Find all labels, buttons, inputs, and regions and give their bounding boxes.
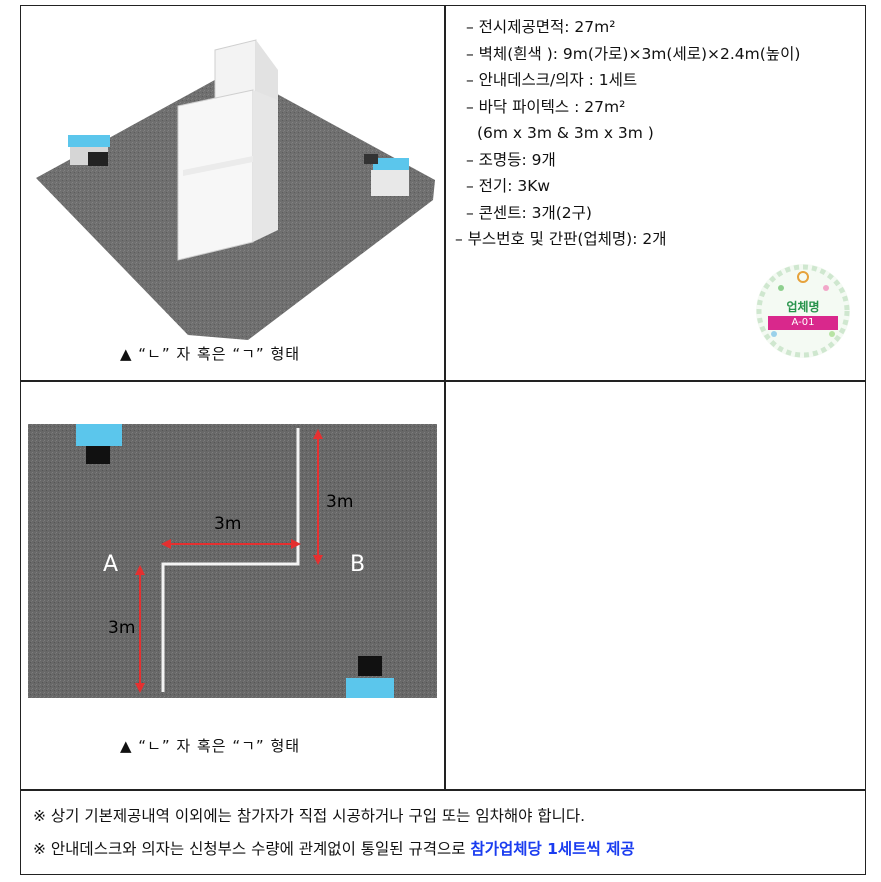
note-line-2: ※ 안내데스크와 의자는 신청부스 수량에 관계없이 통일된 규격으로 참가업체… <box>33 833 853 866</box>
note-line-2-text: ※ 안내데스크와 의자는 신청부스 수량에 관계없이 통일된 규격으로 <box>33 840 471 858</box>
info-desk-left <box>68 135 110 147</box>
plan-dim-top-label: 3m <box>214 514 242 534</box>
spec-power: – 전기: 3Kw <box>466 177 551 195</box>
plan-desk-top <box>76 424 122 446</box>
spec-outlet: – 콘센트: 3개(2구) <box>466 203 592 222</box>
note-line-1: ※ 상기 기본제공내역 이외에는 참가자가 직접 시공하거나 구입 또는 임차해… <box>33 807 586 825</box>
booth-floor-plan: A B 3m 3m 3m <box>28 424 437 698</box>
render-caption: ▲ “ㄴ” 자 혹은 “ㄱ” 형태 <box>120 345 301 363</box>
plan-floor <box>28 424 437 698</box>
spec-floor: – 바닥 파이텍스 : 27m² <box>466 97 626 116</box>
plan-dim-right-label: 3m <box>326 492 354 512</box>
sign-company-name: 업체명 <box>786 300 820 314</box>
info-desk-right <box>373 158 409 170</box>
notes: ※ 상기 기본제공내역 이외에는 참가자가 직접 시공하거나 구입 또는 임차해… <box>33 800 853 866</box>
plan-caption: ▲ “ㄴ” 자 혹은 “ㄱ” 형태 <box>120 737 301 755</box>
plan-label-a: A <box>103 552 119 577</box>
note-line-2-highlight: 참가업체당 1세트씩 제공 <box>470 840 635 858</box>
booth-3d-render <box>28 30 438 340</box>
spec-list: – 전시제공면적: 27m² – 벽체(흰색 ): 9m(가로)×3m(세로)×… <box>455 14 860 253</box>
table-frame <box>20 5 866 875</box>
spec-area: – 전시제공면적: 27m² <box>466 18 616 36</box>
plan-wall <box>161 428 300 692</box>
plan-desk-bottom <box>346 678 394 698</box>
row-divider-2 <box>20 789 866 791</box>
spec-lights: – 조명등: 9개 <box>466 150 556 169</box>
spec-floor-detail: (6m x 3m & 3m x 3m ) <box>477 124 654 142</box>
spec-signboard: – 부스번호 및 간판(업체명): 2개 <box>455 230 667 248</box>
spec-desk: – 안내데스크/의자 : 1세트 <box>466 71 638 89</box>
row-divider-1 <box>20 380 866 382</box>
booth-wall-front <box>177 89 254 261</box>
spec-wall: – 벽체(흰색 ): 9m(가로)×3m(세로)×2.4m(높이) <box>466 44 801 63</box>
company-sign-badge: 업체명 A-01 <box>756 264 850 358</box>
plan-label-b: B <box>350 552 366 577</box>
sign-booth-number: A-01 <box>768 316 838 330</box>
column-divider <box>444 5 446 790</box>
plan-dim-left-label: 3m <box>108 618 136 638</box>
